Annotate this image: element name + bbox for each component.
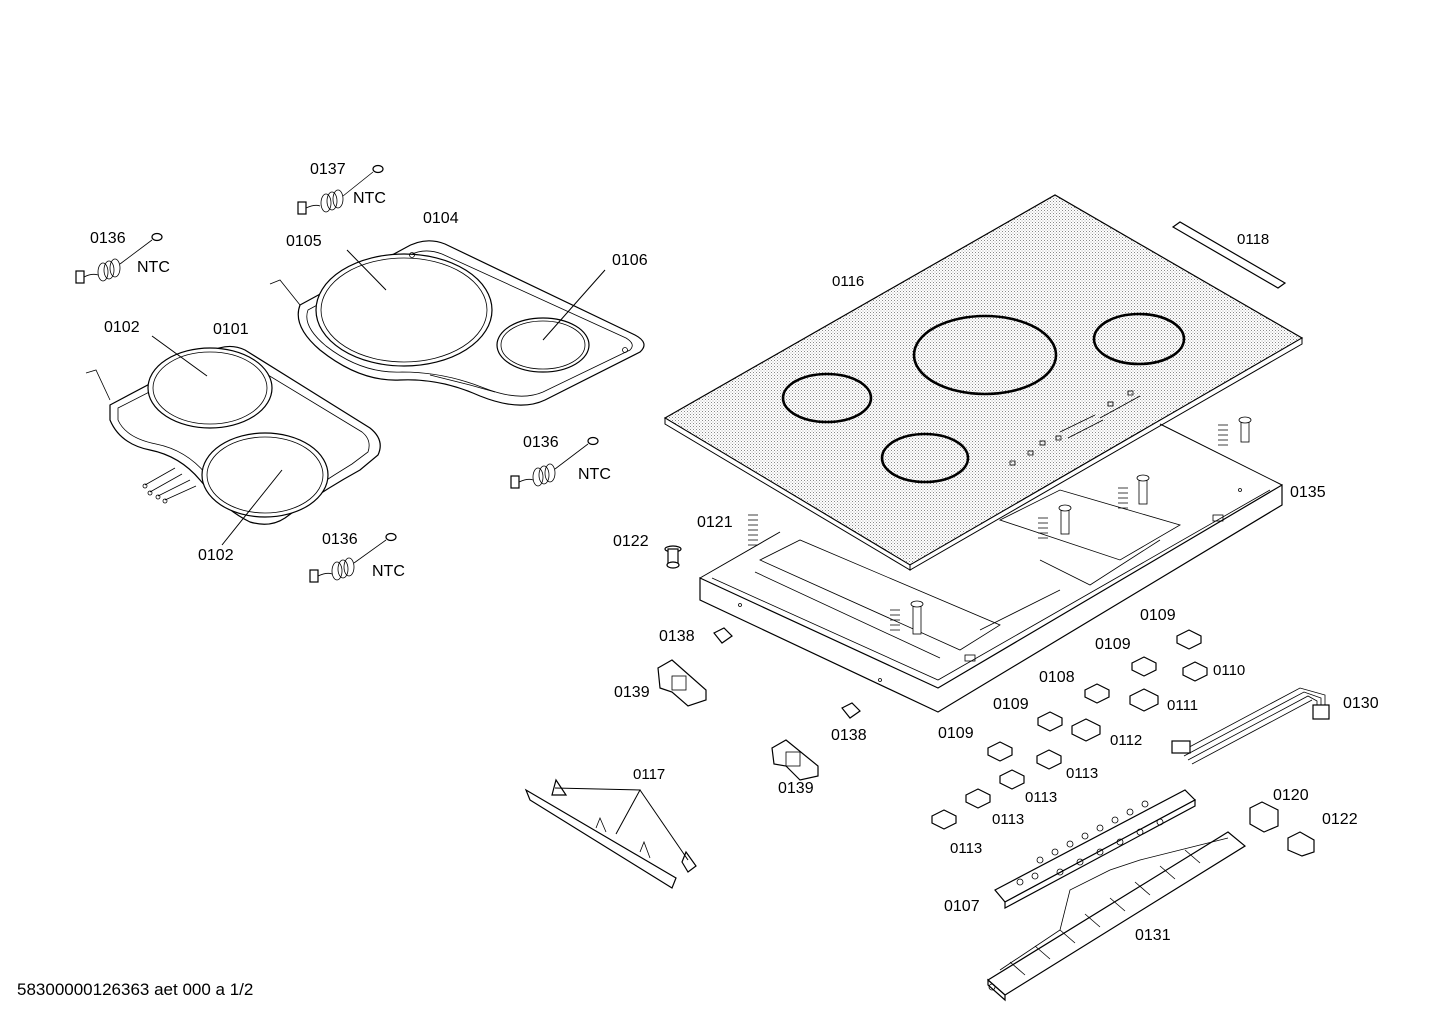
label-0105: 0105 (286, 233, 322, 250)
label-ntc-0136-middle: NTC (578, 466, 611, 483)
label-0113-a: 0113 (1066, 765, 1098, 782)
label-0104: 0104 (423, 210, 459, 227)
label-ntc-0137: NTC (353, 190, 386, 207)
label-0139-upper: 0139 (614, 684, 650, 701)
label-0109-d: 0109 (938, 725, 974, 742)
ntc-sensor-0136-bottom (309, 532, 397, 583)
label-0135: 0135 (1290, 484, 1326, 501)
label-0136-top: 0136 (90, 230, 126, 247)
label-0137: 0137 (310, 161, 346, 178)
label-0111: 0111 (1167, 697, 1198, 714)
label-0120: 0120 (1273, 787, 1309, 804)
cover-0131 (986, 831, 1247, 1002)
heating-plate-0104 (269, 240, 645, 406)
drawing-number-footer: 58300000126363 aet 000 a 1/2 (17, 980, 254, 999)
label-0136-bottom: 0136 (322, 531, 358, 548)
heating-element-0106 (496, 317, 590, 373)
clip-0138-upper (713, 627, 733, 644)
label-0106: 0106 (612, 252, 648, 269)
label-0107: 0107 (944, 898, 980, 915)
clip-0122-right (1287, 831, 1315, 857)
label-0139-lower: 0139 (778, 780, 814, 797)
label-0138-lower: 0138 (831, 727, 867, 744)
label-0102-bottom: 0102 (198, 547, 234, 564)
foot-0122 (664, 545, 682, 569)
label-0130: 0130 (1343, 695, 1379, 712)
label-0121: 0121 (697, 514, 733, 531)
leader-0106 (542, 269, 606, 341)
label-ntc-0136-top: NTC (137, 259, 170, 276)
label-ntc-0136-bottom: NTC (372, 563, 405, 580)
leader-0102-top (151, 335, 208, 377)
label-0110: 0110 (1213, 662, 1245, 679)
label-0109-c: 0109 (993, 696, 1029, 713)
label-0108: 0108 (1039, 669, 1075, 686)
holder-0120 (1249, 801, 1279, 833)
seal-strip-0118 (1171, 221, 1287, 289)
label-0122-left: 0122 (613, 533, 649, 550)
control-buttons-group (931, 629, 1208, 830)
label-0136-middle: 0136 (523, 434, 559, 451)
label-0131: 0131 (1135, 927, 1171, 944)
heating-element-0105 (315, 253, 493, 367)
label-0109-b: 0109 (1095, 636, 1131, 653)
cable-harness-0130 (1171, 687, 1330, 765)
label-0118: 0118 (1237, 231, 1269, 248)
label-0117: 0117 (633, 766, 665, 783)
mounting-rail-0117 (524, 778, 697, 889)
label-0138-upper: 0138 (659, 628, 695, 645)
glass-ceramic-top-0116 (663, 194, 1304, 571)
leader-0105 (346, 249, 387, 291)
heating-plate-0101 (85, 345, 381, 525)
label-0109-a: 0109 (1140, 607, 1176, 624)
label-0122-right: 0122 (1322, 811, 1358, 828)
label-0113-c: 0113 (992, 811, 1024, 828)
spring-0121 (748, 514, 758, 546)
label-0116: 0116 (832, 273, 864, 290)
leader-0102-bottom (221, 469, 283, 546)
control-board-0107 (994, 789, 1196, 910)
clip-0138-lower (841, 702, 861, 719)
label-0112: 0112 (1110, 732, 1142, 749)
label-0101: 0101 (213, 321, 249, 338)
leader-0117-a (554, 787, 641, 835)
leader-0117-b (639, 789, 689, 861)
bracket-0139-upper (657, 659, 707, 707)
heating-element-0102-top (147, 347, 273, 429)
label-0113-d: 0113 (950, 840, 982, 857)
bracket-0139-lower (771, 739, 819, 781)
label-0113-b: 0113 (1025, 789, 1057, 806)
label-0102-top: 0102 (104, 319, 140, 336)
springs-and-feet-group (890, 416, 1252, 635)
ntc-sensor-0136-top (75, 232, 163, 284)
ntc-sensor-0136-middle (510, 436, 599, 489)
labels: 0137 NTC 0136 NTC 0104 0105 0106 0102 01… (90, 161, 1379, 944)
ntc-sensor-0137 (297, 164, 384, 215)
heating-element-0102-bottom (201, 432, 329, 518)
